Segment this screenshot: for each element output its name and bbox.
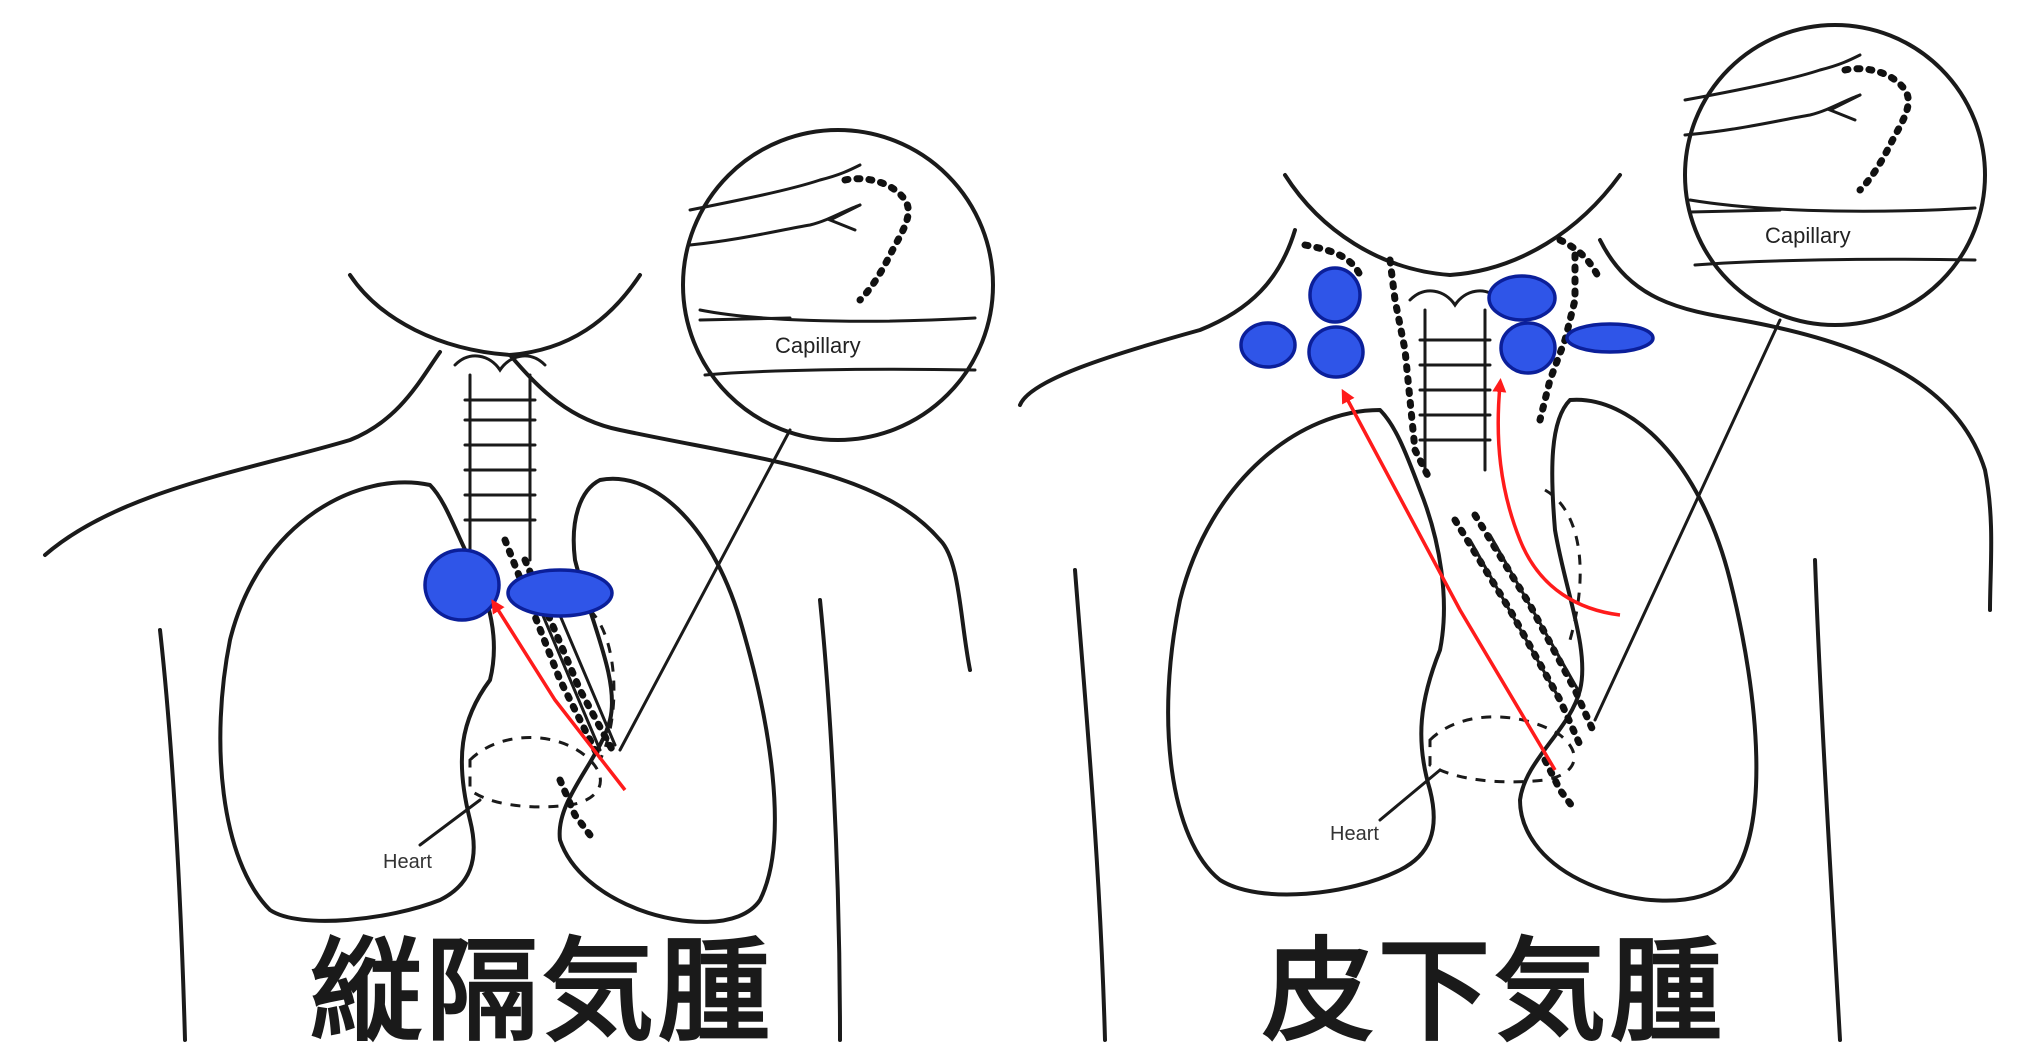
panel-mediastinal-emphysema: Heart Capillary 縦隔気腫 (45, 130, 993, 1055)
trachea-right (1410, 291, 1500, 470)
heart-label-right: Heart (1330, 823, 1379, 845)
air-blob-left-2 (508, 570, 612, 616)
heart-label-left: Heart (383, 851, 432, 873)
panel-title-right: 皮下気腫 (1262, 927, 1726, 1055)
right-lung-left-panel (220, 482, 494, 920)
heart-outline-left (470, 738, 600, 807)
air-blob-right-3 (1309, 327, 1363, 377)
air-blob-right-6 (1567, 324, 1653, 352)
air-blob-right-4 (1489, 276, 1555, 320)
air-blob-right-1 (1310, 268, 1360, 322)
trachea-left (455, 356, 545, 560)
left-lung-left-panel (560, 479, 775, 922)
air-blob-right-2 (1241, 323, 1295, 367)
air-blob-left-1 (425, 550, 499, 620)
body-outline-left (45, 275, 970, 1040)
air-flow-arrow-right-1 (1345, 395, 1555, 770)
alveolus-magnifier-right: Capillary (1595, 25, 1985, 720)
panel-subcutaneous-emphysema: Heart Capillary 皮下気腫 (1020, 25, 1991, 1055)
capillary-label-left: Capillary (775, 333, 861, 358)
air-blob-right-5 (1501, 323, 1555, 373)
panel-title-left: 縦隔気腫 (310, 927, 774, 1055)
capillary-label-right: Capillary (1765, 223, 1851, 248)
air-track-right (1455, 515, 1595, 810)
right-lung-right-panel (1168, 410, 1444, 894)
